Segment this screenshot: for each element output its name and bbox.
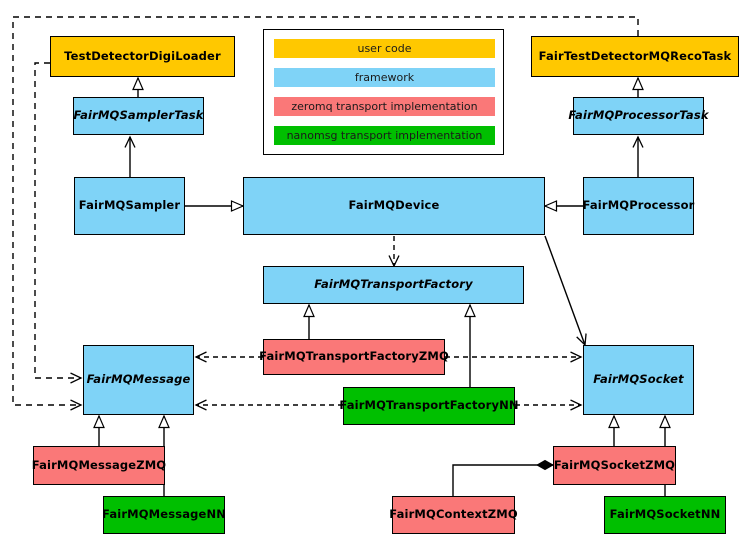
class-box-fairmqprocessor[interactable]: FairMQProcessor xyxy=(583,177,694,235)
class-box-fairmqcontextzmq[interactable]: FairMQContextZMQ xyxy=(389,496,518,534)
class-label: FairMQMessageNN xyxy=(102,507,226,522)
class-label: FairMQDevice xyxy=(348,198,440,213)
class-label: FairMQTransportFactoryNN xyxy=(339,398,519,413)
class-label: FairTestDetectorMQRecoTask xyxy=(538,48,732,63)
class-label: FairMQSocketNN xyxy=(609,507,721,522)
legend-label-nanomsg: nanomsg transport implementation xyxy=(286,129,483,142)
legend-item-nanomsg: nanomsg transport implementation xyxy=(274,126,495,145)
class-label: FairMQMessageZMQ xyxy=(31,457,167,472)
legend-label-user-code: user code xyxy=(357,42,412,55)
class-box-fairmqsampler[interactable]: FairMQSampler xyxy=(74,177,185,235)
class-box-testdetectordigiloader[interactable]: TestDetectorDigiLoader xyxy=(50,36,235,77)
class-box-fairmqmessagezmq[interactable]: FairMQMessageZMQ xyxy=(31,446,167,485)
class-label: FairMQSocket xyxy=(593,372,684,387)
class-box-fairmqsocketnn[interactable]: FairMQSocketNN xyxy=(604,496,726,534)
class-label: FairMQMessage xyxy=(86,372,191,387)
class-box-fairmqprocessortask[interactable]: FairMQProcessorTask xyxy=(568,97,708,135)
class-label: FairMQContextZMQ xyxy=(389,507,518,522)
class-box-fairmqsocket[interactable]: FairMQSocket xyxy=(583,345,694,415)
class-label: FairMQTransportFactoryZMQ xyxy=(259,349,449,364)
class-box-fairmqmessagenn[interactable]: FairMQMessageNN xyxy=(102,496,226,534)
class-label: FairMQTransportFactory xyxy=(314,277,473,292)
class-label: FairMQProcessor xyxy=(582,198,695,213)
class-box-fairmqdevice[interactable]: FairMQDevice xyxy=(243,177,545,235)
class-label: TestDetectorDigiLoader xyxy=(64,48,221,63)
class-box-fairmqmessage[interactable]: FairMQMessage xyxy=(83,345,194,415)
class-label: FairMQSocketZMQ xyxy=(553,457,676,472)
class-label: FairMQProcessorTask xyxy=(568,108,709,123)
class-label: FairMQSampler xyxy=(78,198,181,213)
legend-item-user-code: user code xyxy=(274,39,495,58)
class-box-fairtestdetectormqrecotask[interactable]: FairTestDetectorMQRecoTask xyxy=(531,36,739,77)
class-box-fairmqtransportfactoryzmq[interactable]: FairMQTransportFactoryZMQ xyxy=(259,339,449,375)
class-box-fairmqsocketzmq[interactable]: FairMQSocketZMQ xyxy=(553,446,676,485)
legend-item-framework: framework xyxy=(274,68,495,87)
class-box-fairmqtransportfactorynn[interactable]: FairMQTransportFactoryNN xyxy=(339,387,519,425)
legend-label-zeromq: zeromq transport implementation xyxy=(291,100,478,113)
class-label: FairMQSamplerTask xyxy=(73,108,204,123)
class-box-fairmqsamplertask[interactable]: FairMQSamplerTask xyxy=(73,97,204,135)
legend-box: user code framework zeromq transport imp… xyxy=(263,29,504,155)
class-box-fairmqtransportfactory[interactable]: FairMQTransportFactory xyxy=(263,266,524,304)
legend-item-zeromq: zeromq transport implementation xyxy=(274,97,495,116)
legend-label-framework: framework xyxy=(354,71,415,84)
